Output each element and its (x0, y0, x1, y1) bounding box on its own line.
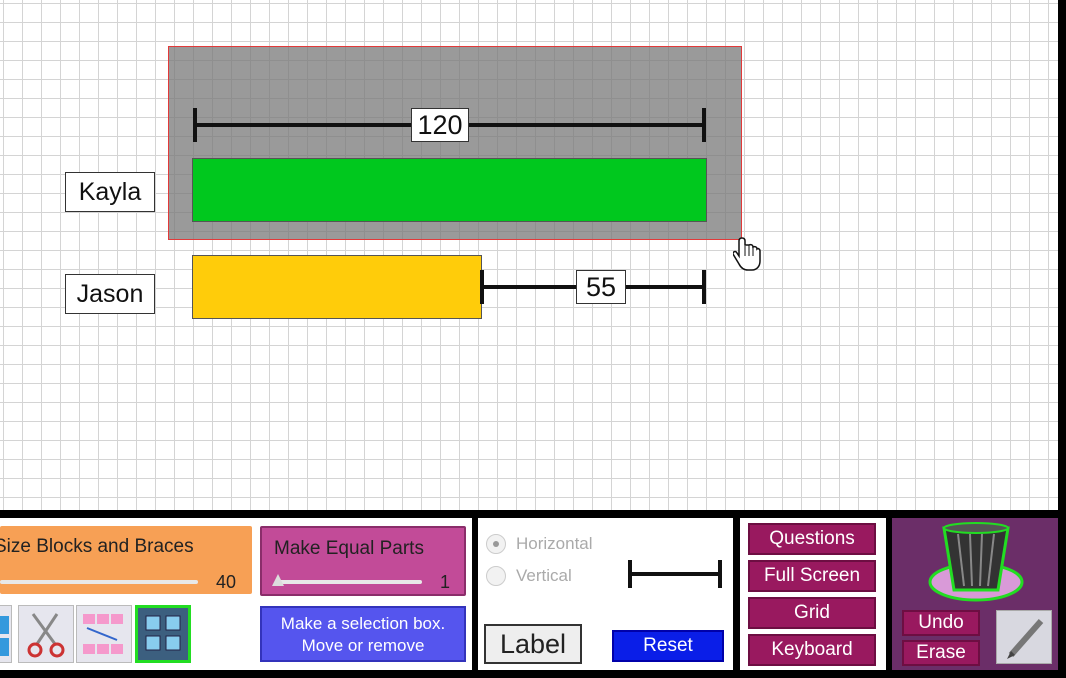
equal-parts-slider-track[interactable] (276, 580, 422, 584)
pencil-icon (1007, 619, 1044, 659)
horizontal-label: Horizontal (516, 534, 593, 553)
bar-model-workspace[interactable]: 120 Kayla Jason 55 (0, 0, 1058, 510)
row-label-jason[interactable]: Jason (65, 274, 155, 314)
keyboard-button[interactable]: Keyboard (748, 634, 876, 666)
equal-parts-slider-value: 1 (440, 572, 451, 592)
grid-button[interactable]: Grid (748, 597, 876, 629)
resize-slider-title: Size Blocks and Braces (0, 536, 194, 557)
label-button[interactable]: Label (484, 624, 582, 664)
block-tool-button[interactable] (0, 605, 12, 663)
brace-left-cap (193, 108, 197, 142)
vertical-label: Vertical (516, 566, 572, 585)
horizontal-radio[interactable] (486, 534, 506, 554)
scissors-tool-button[interactable] (18, 605, 74, 663)
equal-parts-slider-thumb[interactable] (272, 574, 284, 586)
selection-box-icon (145, 615, 181, 651)
resize-slider-track[interactable] (0, 580, 198, 584)
selection-button-line2: Move or remove (301, 636, 425, 655)
orientation-panel: Horizontal Vertical Label Reset (478, 518, 733, 670)
move-blocks-icon (83, 614, 123, 654)
brace-left-cap (480, 270, 484, 304)
scissors-icon (27, 613, 65, 658)
resize-slider-value: 40 (216, 572, 237, 592)
trash-can-icon[interactable] (926, 520, 1026, 604)
equal-parts-slider-card[interactable]: Make Equal Parts 1 (260, 526, 466, 596)
block-tool-icon (0, 616, 9, 656)
equal-parts-slider-title: Make Equal Parts (274, 538, 424, 559)
total-brace[interactable]: 120 (193, 108, 706, 142)
trash-panel: Undo Erase (892, 518, 1058, 670)
full-screen-button[interactable]: Full Screen (748, 560, 876, 592)
kayla-bar[interactable] (192, 158, 707, 222)
reset-button[interactable]: Reset (612, 630, 724, 662)
jason-bar[interactable] (192, 255, 482, 319)
vertical-option[interactable]: Vertical (486, 566, 572, 586)
selection-box-button[interactable]: Make a selection box. Move or remove (260, 606, 466, 662)
questions-button[interactable]: Questions (748, 523, 876, 555)
erase-button[interactable]: Erase (902, 640, 980, 666)
brace-value-label[interactable]: 120 (411, 108, 469, 142)
row-label-kayla[interactable]: Kayla (65, 172, 155, 212)
menu-panel: Questions Full Screen Grid Keyboard (740, 518, 886, 670)
brace-value-label[interactable]: 55 (576, 270, 626, 304)
hand-cursor-icon (733, 237, 761, 271)
difference-brace[interactable]: 55 (480, 270, 706, 304)
move-blocks-tool-button[interactable] (76, 605, 132, 663)
selection-tool-button[interactable] (135, 605, 191, 663)
pencil-button[interactable] (996, 610, 1052, 664)
vertical-radio[interactable] (486, 566, 506, 586)
brace-right-cap (702, 270, 706, 304)
horizontal-option[interactable]: Horizontal (486, 534, 593, 554)
brace-right-cap (702, 108, 706, 142)
resize-slider-card[interactable]: Size Blocks and Braces 40 (0, 526, 252, 594)
undo-button[interactable]: Undo (902, 610, 980, 636)
selection-button-line1: Make a selection box. (280, 614, 446, 633)
brace-icon[interactable] (628, 556, 722, 592)
